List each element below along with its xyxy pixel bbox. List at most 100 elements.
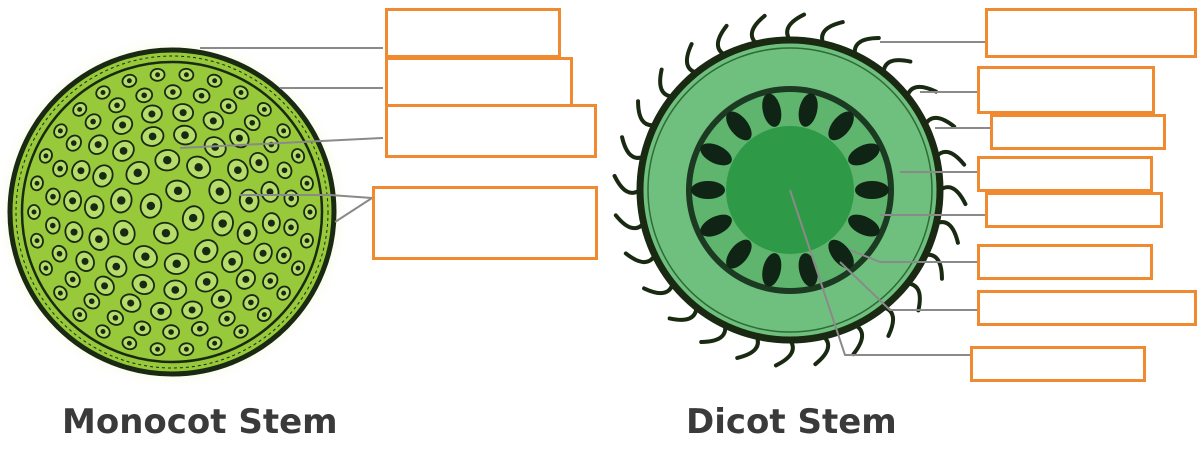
- monocot-caption: Monocot Stem: [62, 402, 338, 442]
- xylem-dot: [99, 172, 107, 180]
- epidermal-hair: [644, 284, 673, 294]
- xylem-dot: [163, 156, 171, 164]
- xylem-dot: [141, 92, 147, 98]
- xylem-dot: [82, 258, 89, 265]
- epidermal-hair: [855, 38, 879, 55]
- dicot-label-box-5[interactable]: [985, 192, 1163, 228]
- xylem-dot: [95, 141, 102, 148]
- epidermal-hair: [925, 255, 942, 279]
- xylem-dot: [168, 329, 174, 335]
- epidermal-hair: [718, 26, 727, 55]
- xylem-dot: [157, 308, 164, 315]
- xylem-dot: [224, 316, 230, 322]
- xylem-dot: [101, 282, 108, 289]
- xylem-dot: [281, 253, 287, 259]
- xylem-dot: [114, 103, 120, 109]
- xylem-dot: [203, 278, 211, 286]
- xylem-dot: [248, 300, 254, 306]
- dicot-label-box-2[interactable]: [977, 66, 1155, 114]
- xylem-dot: [262, 107, 267, 112]
- xylem-dot: [141, 252, 149, 260]
- xylem-dot: [184, 72, 189, 77]
- dicot-label-box-1[interactable]: [985, 8, 1197, 58]
- dicot-label-box-4[interactable]: [977, 156, 1153, 192]
- xylem-dot: [95, 235, 103, 243]
- xylem-dot: [127, 300, 134, 307]
- epidermal-hair: [626, 253, 655, 262]
- xylem-dot: [260, 250, 267, 257]
- monocot-label-box-2[interactable]: [385, 57, 573, 107]
- xylem-dot: [101, 90, 106, 95]
- xylem-dot: [139, 281, 147, 289]
- xylem-dot: [262, 312, 267, 317]
- xylem-dot: [212, 341, 217, 346]
- epidermal-hair: [907, 284, 920, 311]
- xylem-dot: [155, 72, 160, 77]
- monocot-label-box-3[interactable]: [385, 104, 597, 158]
- xylem-dot: [58, 128, 63, 133]
- vascular-bundle: [855, 181, 889, 199]
- xylem-dot: [288, 196, 294, 202]
- epidermal-hair: [687, 44, 697, 73]
- epidermal-hair: [638, 101, 655, 125]
- xylem-dot: [43, 266, 48, 271]
- xylem-dot: [57, 251, 63, 257]
- xylem-dot: [127, 341, 132, 346]
- dicot-label-box-3[interactable]: [990, 114, 1166, 150]
- xylem-dot: [35, 238, 40, 243]
- xylem-dot: [242, 276, 249, 283]
- xylem-dot: [212, 78, 217, 83]
- xylem-dot: [210, 117, 217, 124]
- xylem-dot: [267, 278, 273, 284]
- xylem-dot: [148, 111, 155, 118]
- xylem-dot: [194, 163, 202, 171]
- xylem-dot: [58, 291, 63, 296]
- xylem-dot: [71, 229, 78, 236]
- xylem-dot: [239, 329, 244, 334]
- xylem-dot: [305, 238, 310, 243]
- dicot-label-box-6[interactable]: [977, 244, 1153, 280]
- monocot-label-box-4[interactable]: [372, 186, 598, 260]
- epidermal-hair: [622, 137, 644, 158]
- xylem-dot: [296, 266, 301, 271]
- xylem-dot: [32, 210, 37, 215]
- xylem-dot: [308, 210, 313, 215]
- xylem-dot: [181, 131, 189, 139]
- xylem-dot: [90, 203, 98, 211]
- xylem-dot: [249, 120, 255, 126]
- xylem-dot: [218, 295, 225, 302]
- epidermal-hair: [853, 325, 862, 354]
- xylem-dot: [255, 159, 262, 166]
- monocot-label-box-1[interactable]: [385, 8, 561, 58]
- epidermal-hair: [670, 307, 697, 320]
- xylem-dot: [245, 197, 253, 205]
- xylem-dot: [236, 135, 243, 142]
- xylem-dot: [155, 347, 160, 352]
- xylem-dot: [35, 181, 40, 186]
- xylem-dot: [127, 78, 132, 83]
- xylem-dot: [140, 325, 146, 331]
- xylem-dot: [77, 312, 82, 317]
- xylem-dot: [226, 103, 232, 109]
- epidermal-hair: [822, 22, 843, 44]
- xylem-dot: [199, 93, 205, 99]
- epidermal-hair: [776, 340, 793, 365]
- epidermal-hair: [884, 60, 911, 73]
- xylem-dot: [234, 166, 242, 174]
- xylem-dot: [189, 306, 196, 313]
- epidermal-hair: [925, 118, 954, 127]
- xylem-dot: [219, 219, 227, 227]
- xylem-dot: [50, 223, 56, 229]
- xylem-dot: [89, 298, 95, 304]
- xylem-dot: [57, 166, 63, 172]
- xylem-dot: [281, 291, 286, 296]
- xylem-dot: [180, 109, 187, 116]
- xylem-dot: [268, 220, 275, 227]
- xylem-dot: [281, 128, 286, 133]
- dicot-label-box-8[interactable]: [970, 346, 1146, 382]
- xylem-dot: [120, 147, 128, 155]
- dicot-label-box-7[interactable]: [977, 290, 1197, 326]
- xylem-dot: [216, 187, 224, 195]
- xylem-dot: [202, 247, 210, 255]
